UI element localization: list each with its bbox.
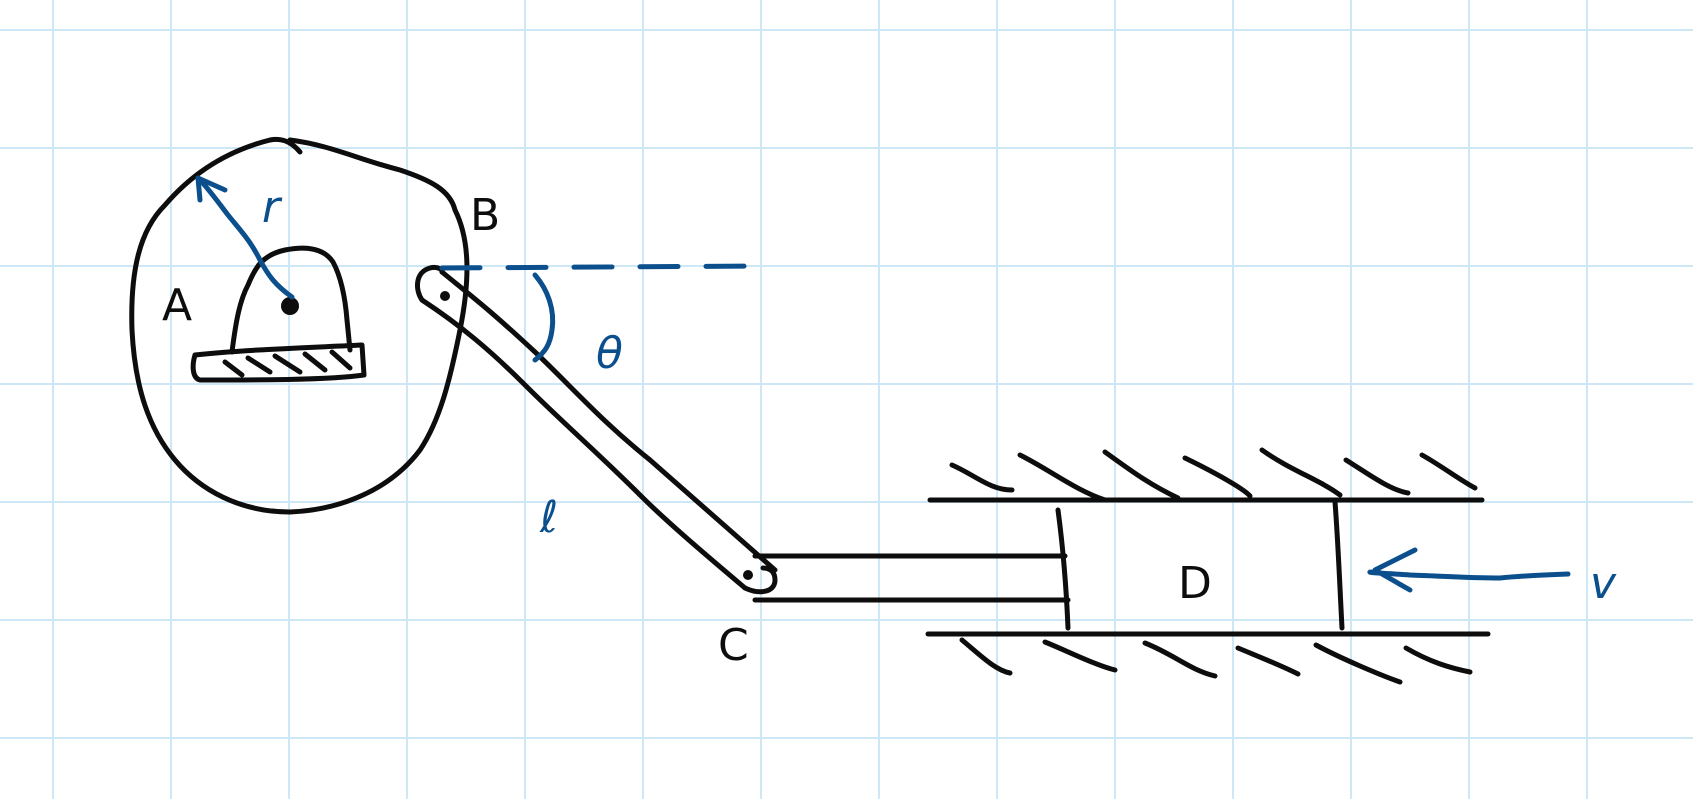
pin-c	[743, 570, 753, 580]
lower-rail-hatch	[959, 637, 1473, 685]
angle-arc	[532, 272, 556, 363]
pivot-pin-a	[281, 297, 299, 315]
radius-arrow	[195, 175, 295, 300]
upper-rail-hatch	[949, 447, 1478, 503]
rod-end-b	[415, 265, 445, 303]
pin-b	[440, 291, 450, 301]
radius-arrowhead	[195, 175, 228, 203]
slider-d-right-edge	[1332, 499, 1345, 631]
label-radius: r	[262, 182, 283, 233]
label-length: ℓ	[539, 492, 558, 543]
label-point-d: D	[1178, 558, 1212, 609]
label-point-c: C	[718, 620, 749, 671]
label-angle: θ	[596, 328, 623, 379]
label-velocity: v	[1590, 558, 1617, 609]
pivot-ground-hatch-a	[222, 349, 353, 378]
label-point-a: A	[162, 280, 192, 331]
label-point-b: B	[470, 190, 500, 241]
pivot-base-a	[190, 342, 367, 383]
slider-d-left-edge	[1055, 507, 1071, 631]
horizontal-reference-line	[439, 263, 765, 271]
rod-end-c	[742, 565, 778, 595]
crank-wheel	[129, 136, 470, 515]
connecting-rod-lower-edge	[419, 297, 748, 591]
connecting-rod-upper-edge	[439, 269, 778, 573]
velocity-arrowhead	[1372, 547, 1418, 593]
pivot-support-a	[229, 245, 353, 355]
